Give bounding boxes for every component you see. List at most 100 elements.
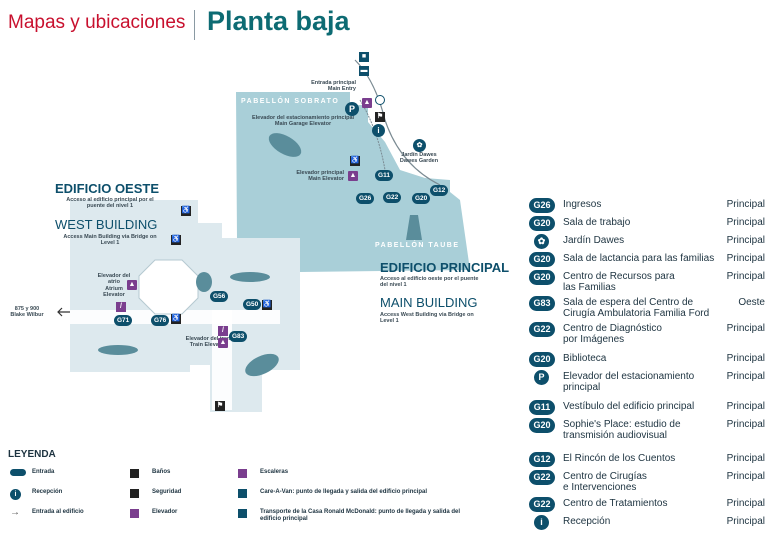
- legend-label: Baños: [152, 469, 171, 475]
- parking-icon[interactable]: P: [345, 102, 359, 116]
- octopus-shape: [196, 272, 212, 292]
- room-badge-g26[interactable]: G26: [356, 193, 375, 204]
- directory-name: Centro de Diagnóstico por Imágenes: [563, 323, 662, 345]
- main-building-note-en: Access West Building via Bridge on Level…: [380, 312, 474, 325]
- atrium-elevator-label: Elevador del atrio Atrium Elevator: [97, 273, 131, 298]
- room-badge-g20[interactable]: G20: [412, 193, 431, 204]
- directory-wing: Oeste: [738, 297, 765, 308]
- directory-row[interactable]: G22 Centro de Diagnóstico por Imágenes Pri…: [529, 322, 769, 345]
- garage-elevator-label: Elevador del estacionamiento principal M…: [251, 115, 355, 128]
- directory-name: Vestíbulo del edificio principal: [563, 401, 695, 412]
- main-building-note-es: Acceso al edificio oeste por el puente d…: [380, 276, 479, 289]
- room-badge-g83[interactable]: G83: [229, 331, 248, 342]
- directory-wing: Principal: [726, 323, 765, 334]
- directory-wing: Principal: [726, 353, 765, 364]
- directory-row[interactable]: G20 Biblioteca Principal: [529, 352, 769, 370]
- legend-label: Care-A-Van: punto de llegada y salida de…: [260, 489, 428, 495]
- main-elevator-icon: ▲: [348, 171, 358, 181]
- directory-name: El Rincón de los Cuentos: [563, 453, 676, 464]
- legend-label: Entrada: [32, 469, 55, 475]
- directory-code: G20: [529, 352, 555, 367]
- directory-name: Sala de lactancia para las familias: [563, 253, 715, 264]
- sobrato-pavilion-label: PABELLÓN SOBRATO: [241, 98, 340, 105]
- section-title: Mapas y ubicaciones: [8, 12, 186, 33]
- directory-name: Elevador del estacionamiento principal: [563, 371, 695, 393]
- manta-ray-shape: [268, 133, 302, 157]
- directory-wing: Principal: [726, 371, 765, 382]
- legend-title: LEYENDA: [8, 449, 56, 460]
- directory-code: G22: [529, 497, 555, 512]
- directory-code: G20: [529, 418, 555, 433]
- floor-map: PABELLÓN SOBRATO PABELLÓN TAUBE EDIFICIO…: [0, 40, 520, 440]
- directory-row[interactable]: G22 Centro de Tratamientos Principal: [529, 497, 769, 515]
- directory-code: G22: [529, 470, 555, 485]
- legend-label: Transporte de la Casa Ronald McDonald: p…: [260, 509, 461, 523]
- legend-restroom-icon: [130, 469, 139, 478]
- blake-wilbur-arrow: [57, 307, 70, 317]
- main-building-title-en: MAIN BUILDING: [380, 295, 478, 310]
- legend-arrow-icon: →: [10, 507, 20, 518]
- room-badge-g76[interactable]: G76: [151, 315, 170, 326]
- directory-name: Sophie's Place: estudio de transmisión a…: [563, 419, 681, 441]
- legend-entrance-icon: [10, 469, 26, 476]
- directory-code: G83: [529, 296, 555, 311]
- stingray-shape: [245, 353, 279, 377]
- west-building-title-es: EDIFICIO OESTE: [55, 181, 160, 196]
- west-building-note-es: Acceso al edificio principal por el puen…: [66, 197, 154, 210]
- elevator-icon: ▲: [362, 98, 372, 108]
- legend-stairs-icon: [238, 469, 247, 478]
- legend-label: Elevador: [152, 509, 178, 515]
- directory-name: Centro de Tratamientos: [563, 498, 668, 509]
- legend-transport-icon: [238, 509, 247, 518]
- train-elevator-icon: ▲: [218, 338, 228, 348]
- atrium: [138, 259, 199, 315]
- restroom-icon-g50: ♿: [262, 300, 272, 310]
- info-icon[interactable]: i: [372, 124, 385, 137]
- room-badge-g56[interactable]: G56: [210, 291, 229, 302]
- room-badge-g12[interactable]: G12: [430, 185, 449, 196]
- room-badge-g11[interactable]: G11: [375, 170, 393, 181]
- restroom-icon: ♿: [350, 156, 360, 166]
- directory-wing: Principal: [726, 419, 765, 430]
- stairs-icon: /: [116, 302, 126, 312]
- directory-code: G20: [529, 252, 555, 267]
- directory-row[interactable]: G83 Sala de espera del Centro de Cirugía …: [529, 296, 769, 319]
- directory-code: P: [534, 370, 549, 385]
- directory-code: G22: [529, 322, 555, 337]
- directory-code: G11: [529, 400, 555, 415]
- directory-code: G12: [529, 452, 555, 467]
- shark-shape: [230, 272, 270, 282]
- directory-name: Ingresos: [563, 199, 602, 210]
- directory-wing: Principal: [726, 235, 765, 246]
- directory-row[interactable]: P Elevador del estacionamiento principal P…: [529, 370, 769, 393]
- leopard-shark-shape: [98, 345, 138, 355]
- security-icon-2: ⚑: [215, 401, 225, 411]
- directory-name: Recepción: [563, 516, 611, 527]
- directory-name: Biblioteca: [563, 353, 607, 364]
- taube-pavilion-label: PABELLÓN TAUBE: [375, 242, 460, 249]
- room-badge-g22[interactable]: G22: [383, 192, 402, 203]
- room-badge-g50[interactable]: G50: [243, 299, 262, 310]
- directory-wing: Principal: [726, 498, 765, 509]
- directory-name: Sala de espera del Centro de Cirugía Amb…: [563, 297, 710, 319]
- legend-label: Recepción: [32, 489, 63, 495]
- directory-code: i: [534, 515, 549, 530]
- room-badge-g71[interactable]: G71: [114, 315, 133, 326]
- directory-code: ✿: [534, 234, 549, 249]
- main-building-title-es: EDIFICIO PRINCIPAL: [380, 260, 510, 275]
- garden-icon: ✿: [413, 139, 426, 152]
- directory-row[interactable]: G20 Sophie's Place: estudio de transmisió…: [529, 418, 769, 441]
- security-icon: ⚑: [375, 112, 385, 122]
- directory-code: G20: [529, 216, 555, 231]
- main-elevator-label: Elevador principal Main Elevator: [296, 170, 344, 183]
- legend-security-icon: [130, 489, 139, 498]
